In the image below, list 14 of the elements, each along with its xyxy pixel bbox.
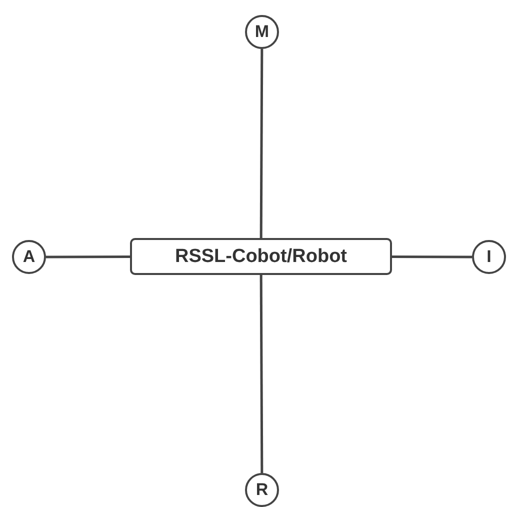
letter-circle <box>245 473 279 507</box>
connector-line <box>46 256 130 258</box>
connector-line <box>392 256 472 258</box>
node-label: I <box>486 247 492 267</box>
central-box <box>130 238 392 275</box>
node-label: R <box>256 480 268 500</box>
connector-line <box>260 49 264 238</box>
node-label: M <box>254 22 270 42</box>
letter-circle <box>245 15 279 49</box>
letter-circle <box>472 240 506 274</box>
node-label: A <box>22 247 36 267</box>
node-label: RSSL-Cobot/Robot <box>174 246 347 268</box>
connector-line <box>260 275 264 473</box>
letter-circle <box>12 240 46 274</box>
